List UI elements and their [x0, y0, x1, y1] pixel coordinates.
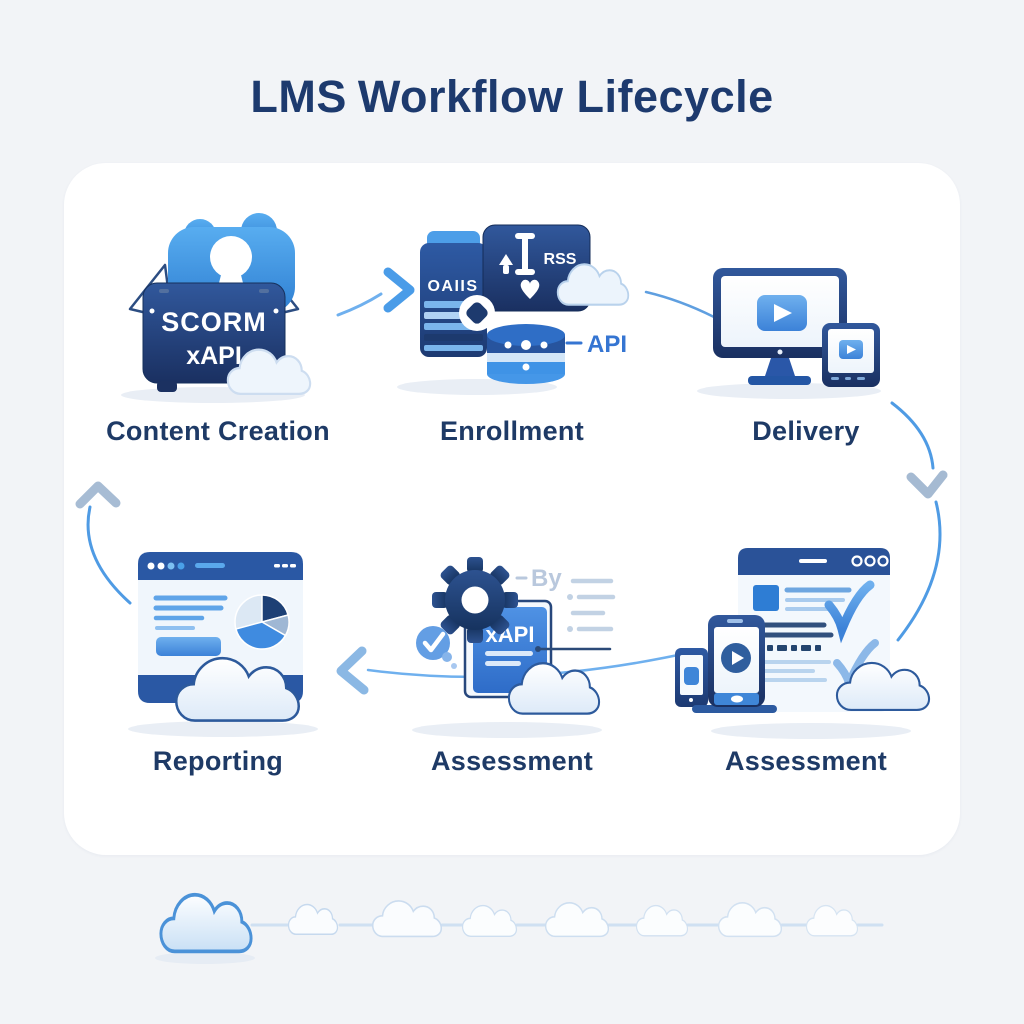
enrollment-illustration: OAIIS RSS: [397, 224, 630, 395]
api-label: API: [587, 331, 627, 358]
stage-label: Assessment: [724, 746, 888, 776]
pointer-line: [535, 646, 612, 652]
cloud-icon: [159, 892, 253, 954]
stage-content-creation: SCORM xAPI Content Creation: [73, 205, 363, 447]
checklist: [570, 578, 616, 632]
cloud-chain: [155, 892, 884, 964]
rss-text: RSS: [544, 251, 577, 268]
reporting-illustration: [128, 552, 318, 737]
phone-small-icon: [675, 648, 708, 707]
device-base: [692, 705, 777, 713]
shadow: [412, 722, 602, 738]
title-bold: LMS: [250, 71, 347, 122]
content-creation-illustration: SCORM xAPI: [121, 213, 312, 403]
stage-label: Reporting: [152, 746, 284, 776]
button: [156, 637, 221, 656]
arrow-up-small-icon: [499, 254, 513, 274]
stage-enrollment: OAIIS RSS: [367, 205, 657, 447]
stage-assessment-mid: By xAPI: [367, 545, 657, 777]
scorm-text: SCORM: [161, 307, 267, 337]
stage-label: Content Creation: [106, 416, 330, 446]
text-cursor-icon: [515, 233, 535, 275]
xapi-text: xAPI: [186, 342, 242, 370]
stage-delivery: Delivery: [661, 205, 951, 447]
annotation-text: By: [531, 565, 562, 592]
cloud-icon: [371, 900, 443, 938]
stage-label: Delivery: [752, 416, 860, 446]
play-button-icon: [757, 295, 807, 331]
phone-play-icon: [708, 615, 765, 707]
assessment-illustration: By xAPI: [412, 557, 616, 738]
assessment-devices-illustration: [675, 548, 931, 739]
cloud-icon: [635, 904, 689, 937]
shadow: [128, 721, 318, 737]
server-text: OAIIS: [427, 278, 478, 295]
stage-label: Enrollment: [439, 416, 584, 446]
play-button-icon: [839, 340, 863, 359]
stage-label: Assessment: [430, 746, 594, 776]
monitor-icon: [713, 268, 847, 385]
pie-chart-icon: [234, 594, 290, 650]
quiz-window: [738, 548, 890, 712]
cloud-icon: [717, 902, 783, 938]
stage-reporting: Reporting: [73, 545, 363, 777]
cloud-icon: [461, 904, 518, 937]
checkmark-icon: [824, 580, 875, 644]
gear-icon: [432, 557, 518, 643]
shadow: [711, 723, 911, 739]
stage-assessment-right: Assessment: [661, 545, 951, 777]
tablet-icon: [822, 323, 880, 387]
cloud-icon: [805, 904, 859, 937]
database-icon: [487, 324, 565, 384]
delivery-illustration: [697, 268, 881, 399]
cloud-icon: [287, 903, 339, 936]
server-icon: OAIIS: [420, 231, 487, 357]
title-regular: Workflow Lifecycle: [357, 71, 774, 122]
badge-icon: [459, 295, 495, 331]
cloud-icon: [544, 902, 610, 938]
heart-icon: [520, 279, 540, 299]
browser-window: [138, 552, 303, 703]
